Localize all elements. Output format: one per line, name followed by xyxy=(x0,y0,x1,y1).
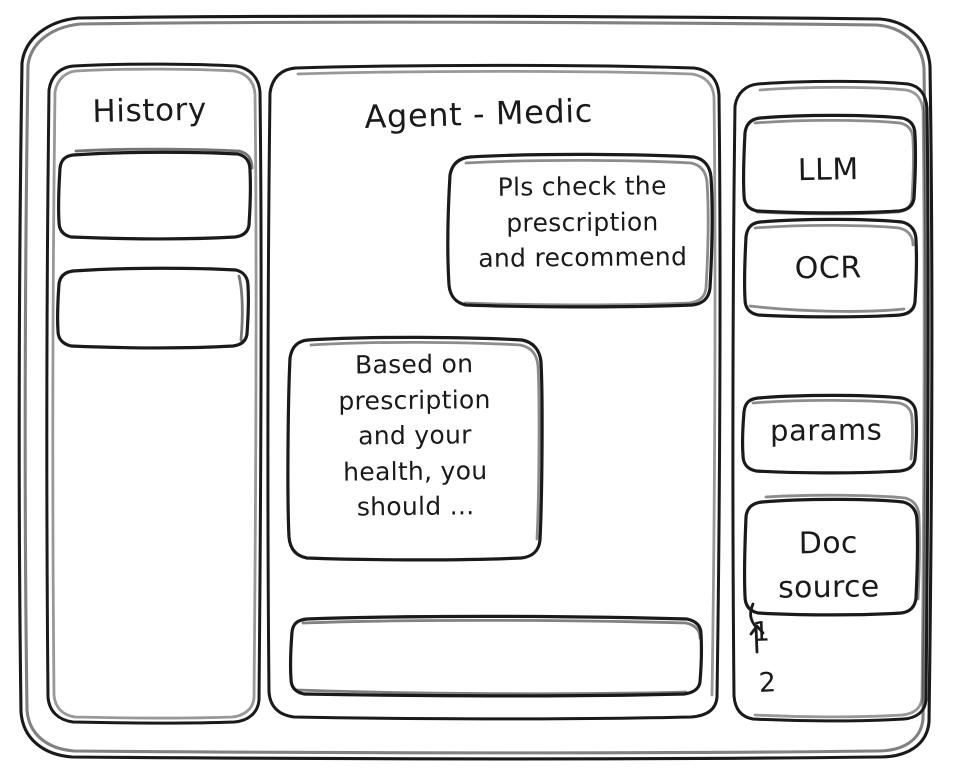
history-item-1[interactable] xyxy=(59,155,251,237)
history-item-2[interactable] xyxy=(58,271,248,346)
agent-message-text: Based on prescription and your health, y… xyxy=(338,349,491,522)
doc-source-item-1[interactable]: 1 xyxy=(752,616,771,648)
doc-source-button[interactable] xyxy=(745,498,919,613)
history-panel-title: History xyxy=(92,91,208,130)
agent-panel-title: Agent - Medic xyxy=(363,91,594,136)
llm-button[interactable] xyxy=(744,118,916,211)
user-message-text: Pls check the prescription and recommend xyxy=(478,171,688,273)
params-button[interactable] xyxy=(743,398,916,471)
doc-source-item-2[interactable]: 2 xyxy=(758,667,778,699)
chat-input[interactable] xyxy=(291,619,701,695)
ocr-button[interactable] xyxy=(745,222,916,315)
